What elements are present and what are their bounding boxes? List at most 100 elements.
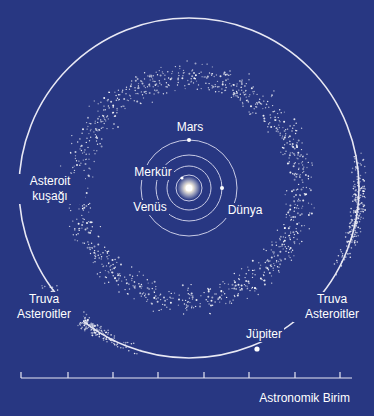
asteroid-dot [151,302,152,303]
asteroid-dot [308,214,310,216]
asteroid-dot [279,238,280,239]
asteroid-dot [100,330,102,332]
asteroid-dot [82,152,83,153]
asteroid-dot [191,75,193,77]
asteroid-dot [123,98,125,100]
asteroid-dot [273,90,274,91]
asteroid-dot [291,130,292,131]
asteroid-dot [256,94,257,95]
asteroid-dot [277,266,278,267]
asteroid-dot [236,83,237,84]
asteroid-dot [118,284,119,285]
asteroid-dot [296,231,297,232]
asteroid-dot [143,275,144,276]
asteroid-dot [252,112,253,113]
asteroid-dot [284,240,285,241]
asteroid-dot [285,133,286,134]
asteroid-dot [350,226,352,228]
asteroid-dot [117,275,118,276]
asteroid-dot [187,301,188,302]
asteroid-dot [239,279,240,280]
asteroid-dot [363,190,365,192]
asteroid-dot [268,260,270,262]
asteroid-dot [223,291,224,292]
region-label: Truva Asteroitler [5,292,83,322]
asteroid-dot [100,272,101,273]
asteroid-dot [214,76,215,77]
asteroid-dot [86,142,87,143]
asteroid-dot [116,109,117,110]
asteroid-dot [285,246,286,247]
asteroid-dot [99,276,100,277]
asteroid-dot [288,137,289,138]
asteroid-dot [267,101,268,102]
asteroid-dot [81,150,82,151]
asteroid-dot [254,274,255,275]
asteroid-dot [306,193,307,194]
asteroid-dot [101,256,102,257]
asteroid-dot [77,240,78,241]
asteroid-dot [359,208,361,210]
asteroid-dot [157,297,158,298]
asteroid-dot [356,232,358,234]
asteroid-dot [258,101,260,103]
asteroid-dot [353,185,355,187]
asteroid-dot [188,293,189,294]
asteroid-dot [99,336,101,338]
asteroid-dot [98,236,99,237]
asteroid-dot [77,325,79,327]
asteroid-dot [244,94,245,95]
asteroid-dot [294,211,295,212]
asteroid-dot [357,191,359,193]
asteroid-dot [156,298,157,299]
asteroid-dot [364,197,366,199]
asteroid-dot [280,260,282,262]
asteroid-dot [233,287,235,289]
asteroid-dot [273,251,274,252]
asteroid-dot [189,297,190,298]
asteroid-dot [218,86,219,87]
asteroid-dot [128,283,129,284]
asteroid-dot [353,223,355,225]
asteroid-dot [141,284,142,285]
asteroid-dot [79,230,80,231]
asteroid-dot [239,289,241,291]
asteroid-dot [264,272,265,273]
asteroid-dot [60,165,61,166]
asteroid-dot [297,239,298,240]
asteroid-dot [279,109,280,110]
asteroid-dot [363,193,365,195]
asteroid-dot [190,284,191,285]
asteroid-dot [352,200,354,202]
asteroid-dot [117,98,118,99]
asteroid-dot [80,146,81,147]
asteroid-dot [278,267,279,268]
asteroid-dot [110,334,112,336]
asteroid-dot [191,70,192,71]
asteroid-dot [191,292,193,294]
asteroid-dot [279,259,280,260]
asteroid-dot [242,106,243,107]
asteroid-dot [273,270,274,271]
asteroid-dot [92,222,93,223]
asteroid-dot [141,287,142,288]
asteroid-dot [95,134,96,135]
asteroid-dot [220,290,222,292]
asteroid-dot [96,137,98,139]
asteroid-dot [88,221,89,222]
asteroid-dot [286,217,287,218]
asteroid-dot [97,118,99,120]
asteroid-dot [275,119,277,121]
asteroid-dot [356,221,358,223]
asteroid-dot [302,172,303,173]
asteroid-dot [100,326,102,328]
planet-label: Venüs [131,200,168,215]
asteroid-dot [197,89,198,90]
asteroid-dot [280,152,281,153]
asteroid-dot [301,142,302,143]
asteroid-dot [228,288,229,289]
asteroid-dot [207,296,209,298]
asteroid-dot [127,283,128,284]
asteroid-dot [81,145,83,147]
asteroid-dot [108,105,109,106]
